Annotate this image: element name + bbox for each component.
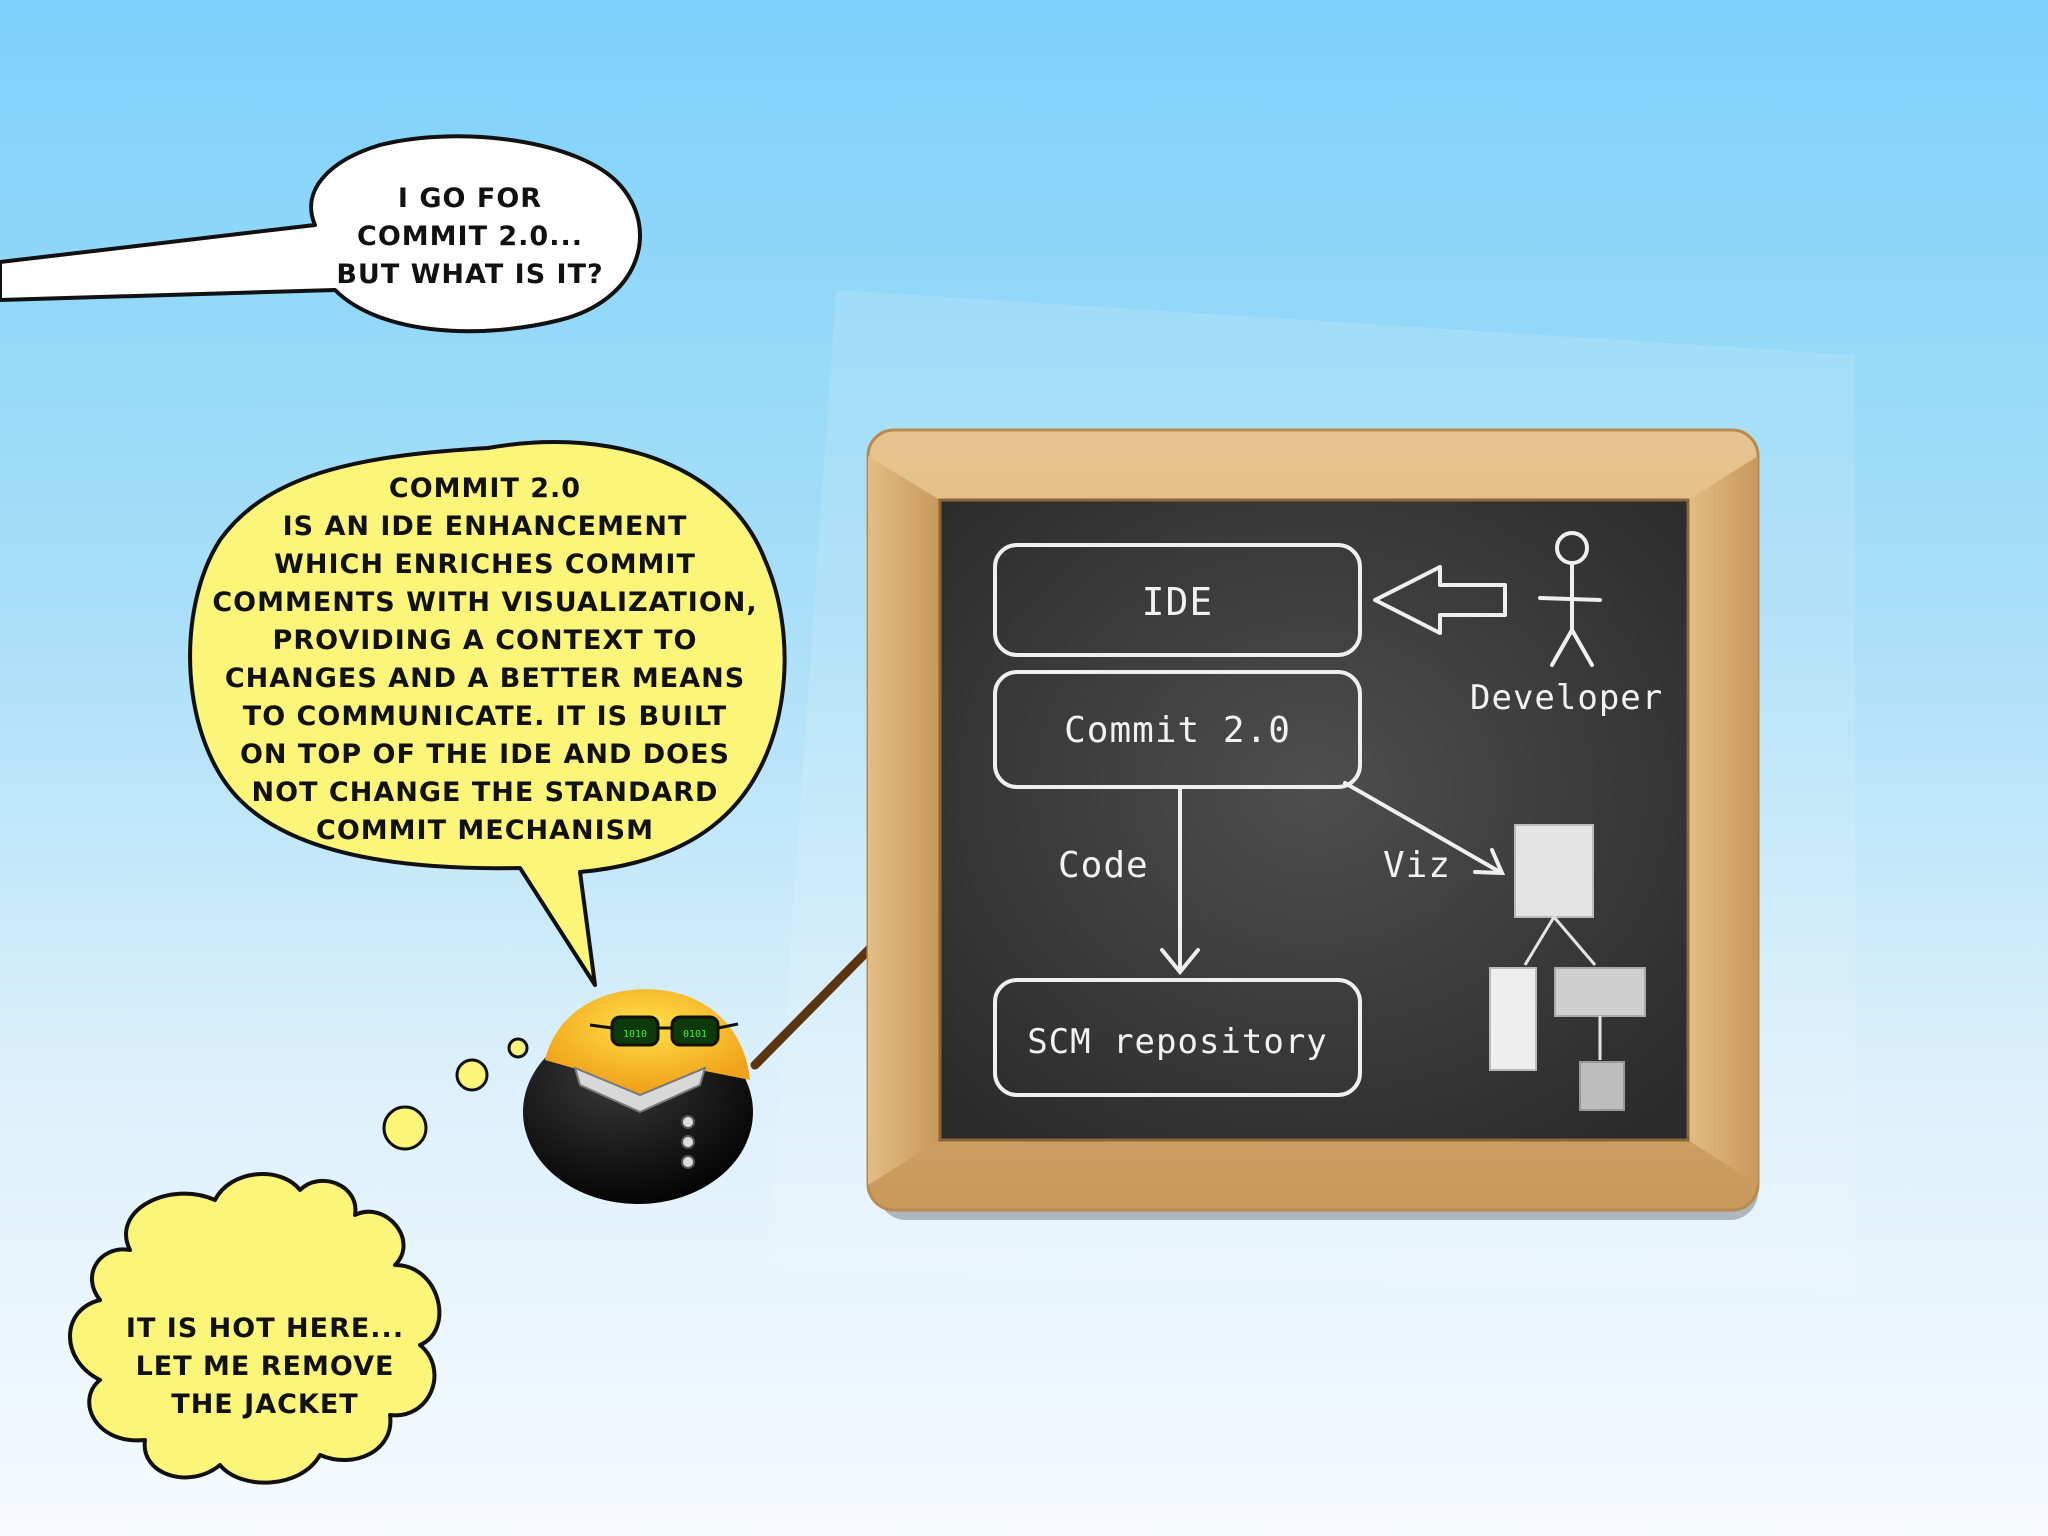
- code-arrow: [1160, 788, 1200, 976]
- scm-box: [993, 978, 1362, 1097]
- speech-top-text: I GO FOR COMMIT 2.0... BUT WHAT IS IT?: [336, 183, 604, 290]
- board-slate: [940, 500, 1688, 1140]
- speech-main-text: COMMIT 2.0 IS AN IDE ENHANCEMENT WHICH E…: [212, 473, 758, 846]
- thought-dot-small: [507, 1037, 529, 1059]
- thought-dot-large: [382, 1105, 428, 1151]
- developer-label: Developer: [1470, 678, 1664, 718]
- thought-text: IT IS HOT HERE... LET ME REMOVE THE JACK…: [125, 1313, 405, 1420]
- ide-box: [993, 543, 1362, 657]
- thought-dot-medium: [455, 1058, 489, 1092]
- developer-to-ide-arrow: [1373, 565, 1507, 635]
- ide-label: IDE: [1141, 580, 1214, 624]
- code-label: Code: [1058, 845, 1149, 886]
- viz-arrow: [1343, 781, 1506, 876]
- commit-label: Commit 2.0: [1064, 710, 1291, 751]
- svg-text:0101: 0101: [683, 1029, 707, 1040]
- tree-diagram-icon: [1489, 824, 1646, 1111]
- stick-figure-icon: [1538, 531, 1602, 667]
- commit-box: [993, 670, 1362, 789]
- viz-label: Viz: [1383, 845, 1452, 886]
- svg-text:1010: 1010: [623, 1029, 647, 1040]
- scm-label: SCM repository: [1027, 1022, 1328, 1062]
